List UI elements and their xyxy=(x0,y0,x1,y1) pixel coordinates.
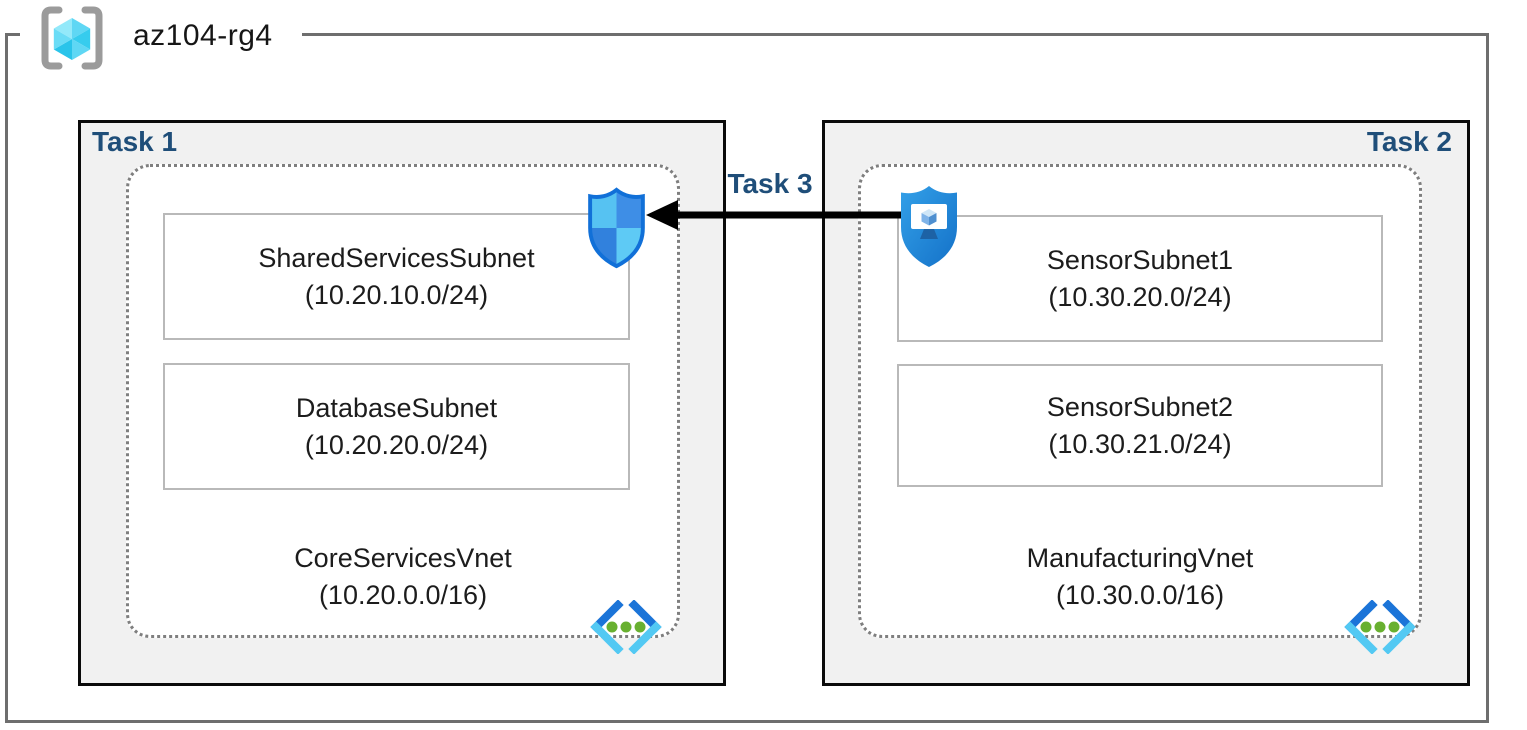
subnet-cidr: (10.20.20.0/24) xyxy=(304,429,489,460)
subnet-box-database: DatabaseSubnet (10.20.20.0/24) xyxy=(163,363,630,490)
nsg-shield-icon xyxy=(588,187,645,269)
virtual-network-icon xyxy=(1344,600,1416,654)
subnet-cidr: (10.30.21.0/24) xyxy=(1048,428,1232,459)
vnet-label-coreservices: CoreServicesVnet (10.20.0.0/16) xyxy=(126,540,680,614)
subnet-name: SensorSubnet2 xyxy=(1046,391,1234,422)
subnet-box-sharedservices: SharedServicesSubnet (10.20.10.0/24) xyxy=(163,213,630,340)
task2-label: Task 2 xyxy=(1366,126,1452,157)
resource-group-border-gap xyxy=(20,27,302,41)
subnet-cidr: (10.30.20.0/24) xyxy=(1048,281,1232,312)
task1-label: Task 1 xyxy=(92,126,178,157)
resource-group-label: az104-rg4 xyxy=(133,19,273,52)
vnet-name: ManufacturingVnet xyxy=(1026,543,1254,573)
subnet-name: DatabaseSubnet xyxy=(295,392,498,423)
resource-group-icon xyxy=(41,6,103,70)
vnet-name: CoreServicesVnet xyxy=(294,543,512,573)
subnet-name: SharedServicesSubnet xyxy=(258,242,535,273)
task3-label: Task 3 xyxy=(727,168,813,199)
vnet-label-manufacturing: ManufacturingVnet (10.30.0.0/16) xyxy=(858,540,1422,614)
subnet-cidr: (10.20.10.0/24) xyxy=(304,279,489,310)
monitor-shield-icon xyxy=(901,186,957,267)
subnet-box-sensor1: SensorSubnet1 (10.30.20.0/24) xyxy=(897,215,1383,342)
vnet-cidr: (10.30.0.0/16) xyxy=(1055,580,1225,610)
task3-arrow xyxy=(646,200,932,230)
vnet-cidr: (10.20.0.0/16) xyxy=(318,580,488,610)
subnet-box-sensor2: SensorSubnet2 (10.30.21.0/24) xyxy=(897,364,1383,487)
subnet-name: SensorSubnet1 xyxy=(1046,244,1234,275)
virtual-network-icon xyxy=(590,600,662,654)
